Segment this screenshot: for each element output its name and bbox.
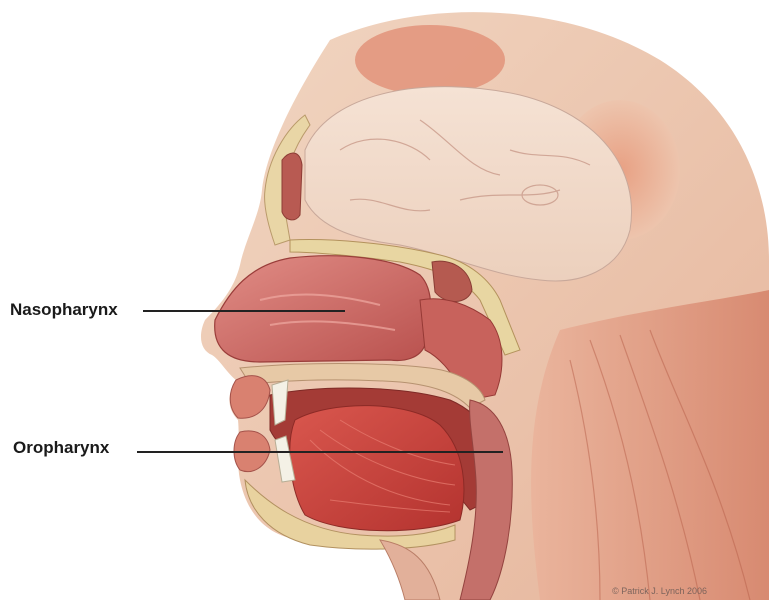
- copyright-credit: © Patrick J. Lynch 2006: [612, 586, 707, 596]
- tongue: [290, 406, 464, 531]
- oropharynx-label: Oropharynx: [13, 438, 109, 458]
- upper-tooth: [272, 380, 288, 425]
- scalp-muscle-patch: [355, 25, 505, 95]
- neck-muscles: [531, 290, 769, 600]
- frontal-sinus: [282, 153, 302, 220]
- nasopharynx-label: Nasopharynx: [10, 300, 118, 320]
